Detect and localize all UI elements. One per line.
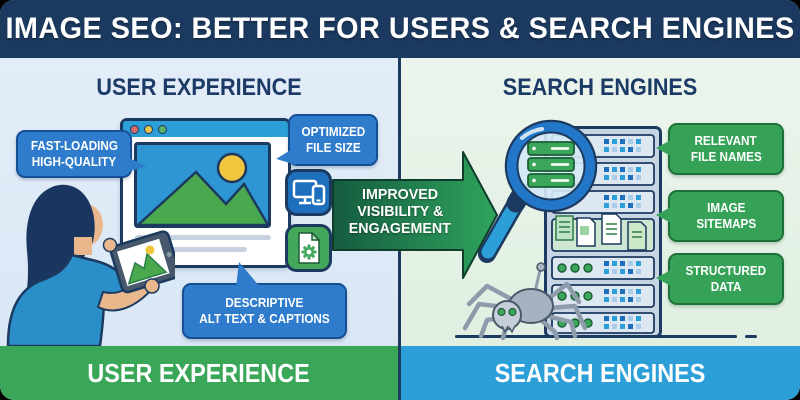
footer-label: SEARCH ENGINES: [495, 357, 706, 388]
footer-label: USER EXPERIENCE: [87, 357, 311, 388]
server-stack-in-lens: [527, 141, 575, 188]
responsive-devices-icon: [285, 169, 332, 216]
image-file-gear-icon: [285, 224, 332, 272]
header-banner: IMAGE SEO: BETTER FOR USERS & SEARCH ENG…: [0, 0, 800, 58]
magnifier-icon: [478, 119, 598, 263]
right-panel-heading: SEARCH ENGINES: [503, 74, 698, 101]
user-experience-footer-banner: USER EXPERIENCE: [0, 346, 398, 400]
hero-image-icon: [134, 142, 271, 228]
callout-tail: [656, 270, 671, 286]
crawler-spider-icon: [462, 262, 588, 341]
search-engines-footer-banner: SEARCH ENGINES: [401, 346, 800, 400]
arrow-label: IMPROVED VISIBILITY & ENGAGEMENT: [348, 186, 452, 237]
callout-tail: [236, 262, 260, 287]
callout-structured-data: STRUCTURED DATA: [656, 253, 784, 305]
server-led-lights: [604, 139, 641, 329]
left-panel-heading: USER EXPERIENCE: [96, 74, 302, 101]
callout-tail: [125, 157, 148, 178]
ground-line-dash: [745, 335, 757, 338]
indexed-documents: [551, 213, 655, 252]
browser-dot-red-icon: [130, 124, 139, 134]
browser-dot-yellow-icon: [144, 124, 153, 134]
callout-fast-loading: FAST-LOADING HIGH-QUALITY: [16, 130, 148, 178]
browser-window-illustration: [120, 118, 291, 268]
browser-dot-green-icon: [158, 124, 167, 134]
callout-tail: [656, 207, 671, 223]
text-placeholder-line: [135, 247, 247, 252]
callout-tail: [656, 140, 671, 156]
browser-titlebar: [123, 121, 288, 137]
improvement-arrow: [332, 151, 498, 279]
person-with-tablet-illustration: [6, 184, 175, 346]
page-title: IMAGE SEO: BETTER FOR USERS & SEARCH ENG…: [5, 12, 795, 45]
text-placeholder-line: [135, 235, 271, 240]
callout-optimized-file-size: OPTIMIZED FILE SIZE: [274, 114, 378, 171]
callout-image-sitemaps: IMAGE SITEMAPS: [656, 190, 784, 242]
callout-relevant-file-names: RELEVANT FILE NAMES: [656, 123, 784, 175]
callout-alt-text-captions: DESCRIPTIVE ALT TEXT & CAPTIONS: [182, 262, 347, 339]
